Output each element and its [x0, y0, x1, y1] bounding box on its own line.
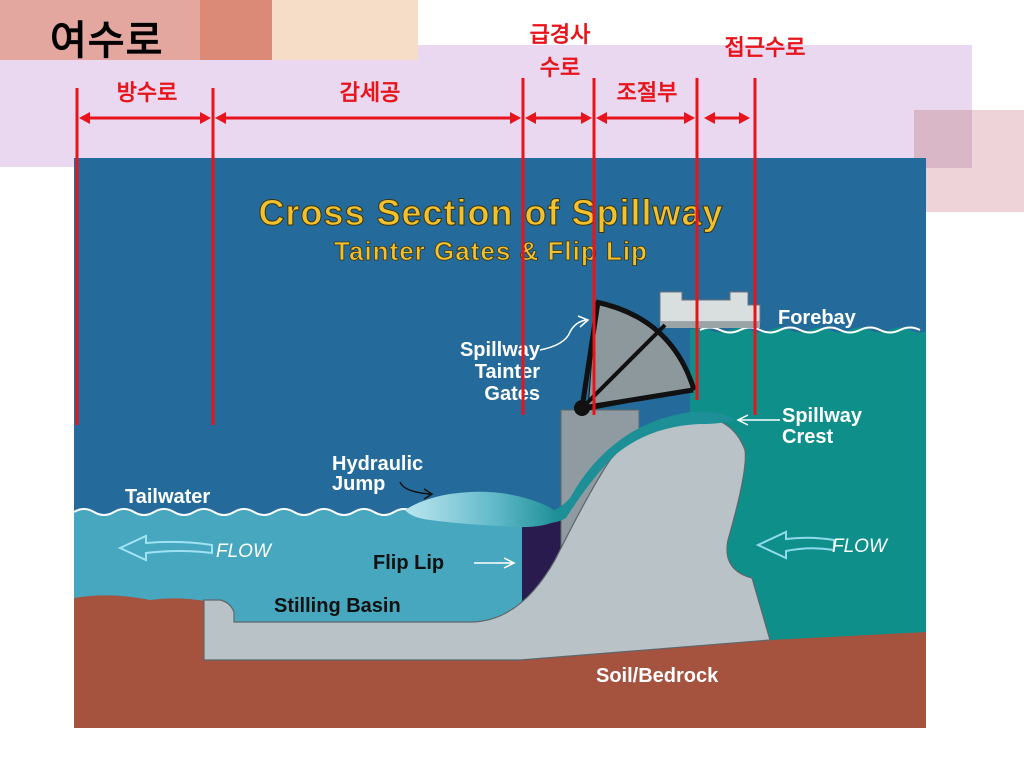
soil-bedrock	[74, 595, 926, 728]
label-gates-line2: Tainter	[475, 361, 540, 383]
hydraulic-jump	[405, 491, 559, 528]
label-jump-line2: Jump	[332, 473, 385, 495]
flow-arrow-left	[117, 534, 213, 562]
jump-pointer	[399, 481, 431, 495]
forebay-surface-line	[699, 326, 921, 334]
header-block-salmon	[200, 0, 272, 60]
flow-arrow-right	[755, 530, 835, 560]
figure-subtitle: Tainter Gates & Flip Lip	[334, 236, 648, 266]
label-flow-left: FLOW	[216, 541, 273, 562]
label-jump-line1: Hydraulic	[332, 453, 423, 475]
label-soil-bedrock: Soil/Bedrock	[596, 665, 719, 687]
figure-title: Cross Section of Spillway	[258, 192, 723, 233]
label-tailwater: Tailwater	[125, 486, 210, 508]
section-markers	[75, 78, 757, 425]
header-block-peach	[272, 0, 418, 60]
label-crest-line1: Spillway	[782, 405, 863, 427]
label-chute-line2: 수로	[539, 56, 581, 81]
bridge-column	[660, 322, 760, 328]
label-stilling-basin: Stilling Basin	[274, 595, 401, 617]
span-arrow-approach	[704, 112, 750, 124]
label-forebay: Forebay	[778, 307, 857, 329]
tailwater-surface-line	[74, 508, 415, 516]
gates-pointer-head	[577, 315, 590, 328]
crest-pointer-head	[736, 414, 749, 426]
label-approach-channel: 접근수로	[724, 36, 806, 61]
gates-pointer	[539, 319, 587, 351]
tainter-gate-trunnion	[574, 400, 590, 416]
span-arrow-dissipator	[215, 112, 521, 124]
label-control-structure: 조절부	[616, 81, 678, 106]
flip-lip-pointer-head	[503, 557, 516, 569]
label-gates-line1: Spillway	[460, 339, 541, 361]
tainter-gate-arm-mid	[580, 323, 667, 410]
tainter-gate	[574, 299, 697, 416]
label-flow-right: FLOW	[832, 536, 889, 557]
span-arrow-outlet	[79, 112, 211, 124]
label-flip-lip: Flip Lip	[373, 552, 444, 574]
jump-pointer-head	[423, 488, 434, 500]
tainter-gate-arm-lower	[581, 387, 694, 411]
slide-title: 여수로	[50, 18, 164, 64]
label-outlet-channel: 방수로	[116, 81, 178, 106]
span-arrow-chute	[525, 112, 592, 124]
label-chute-line1: 급경사	[529, 23, 591, 48]
chute-water	[520, 411, 736, 524]
forebay-water	[690, 327, 926, 640]
label-crest-line2: Crest	[782, 426, 833, 448]
label-gates-line3: Gates	[484, 383, 540, 405]
header-band	[0, 45, 972, 167]
span-arrow-control	[596, 112, 695, 124]
header-block-pink	[0, 0, 200, 60]
label-energy-dissipator: 감세공	[339, 81, 401, 106]
